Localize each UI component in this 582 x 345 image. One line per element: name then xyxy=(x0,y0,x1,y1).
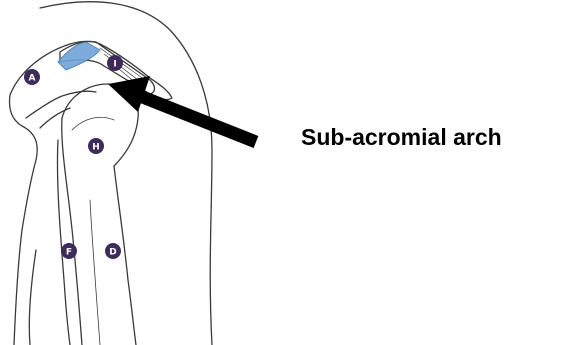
svg-text:F: F xyxy=(66,248,72,258)
marker-F: F xyxy=(61,243,77,259)
inner-arm-line xyxy=(29,250,36,345)
svg-text:H: H xyxy=(92,143,100,153)
marker-D: D xyxy=(105,243,121,259)
svg-text:A: A xyxy=(29,74,36,84)
svg-text:I: I xyxy=(113,60,116,70)
marker-H: H xyxy=(88,138,104,154)
pointer-arrow xyxy=(108,76,256,142)
marker-A: A xyxy=(24,69,40,85)
svg-text:D: D xyxy=(109,248,116,258)
marker-I: I xyxy=(107,55,123,71)
diagram-caption: Sub-acromial arch xyxy=(301,124,502,151)
